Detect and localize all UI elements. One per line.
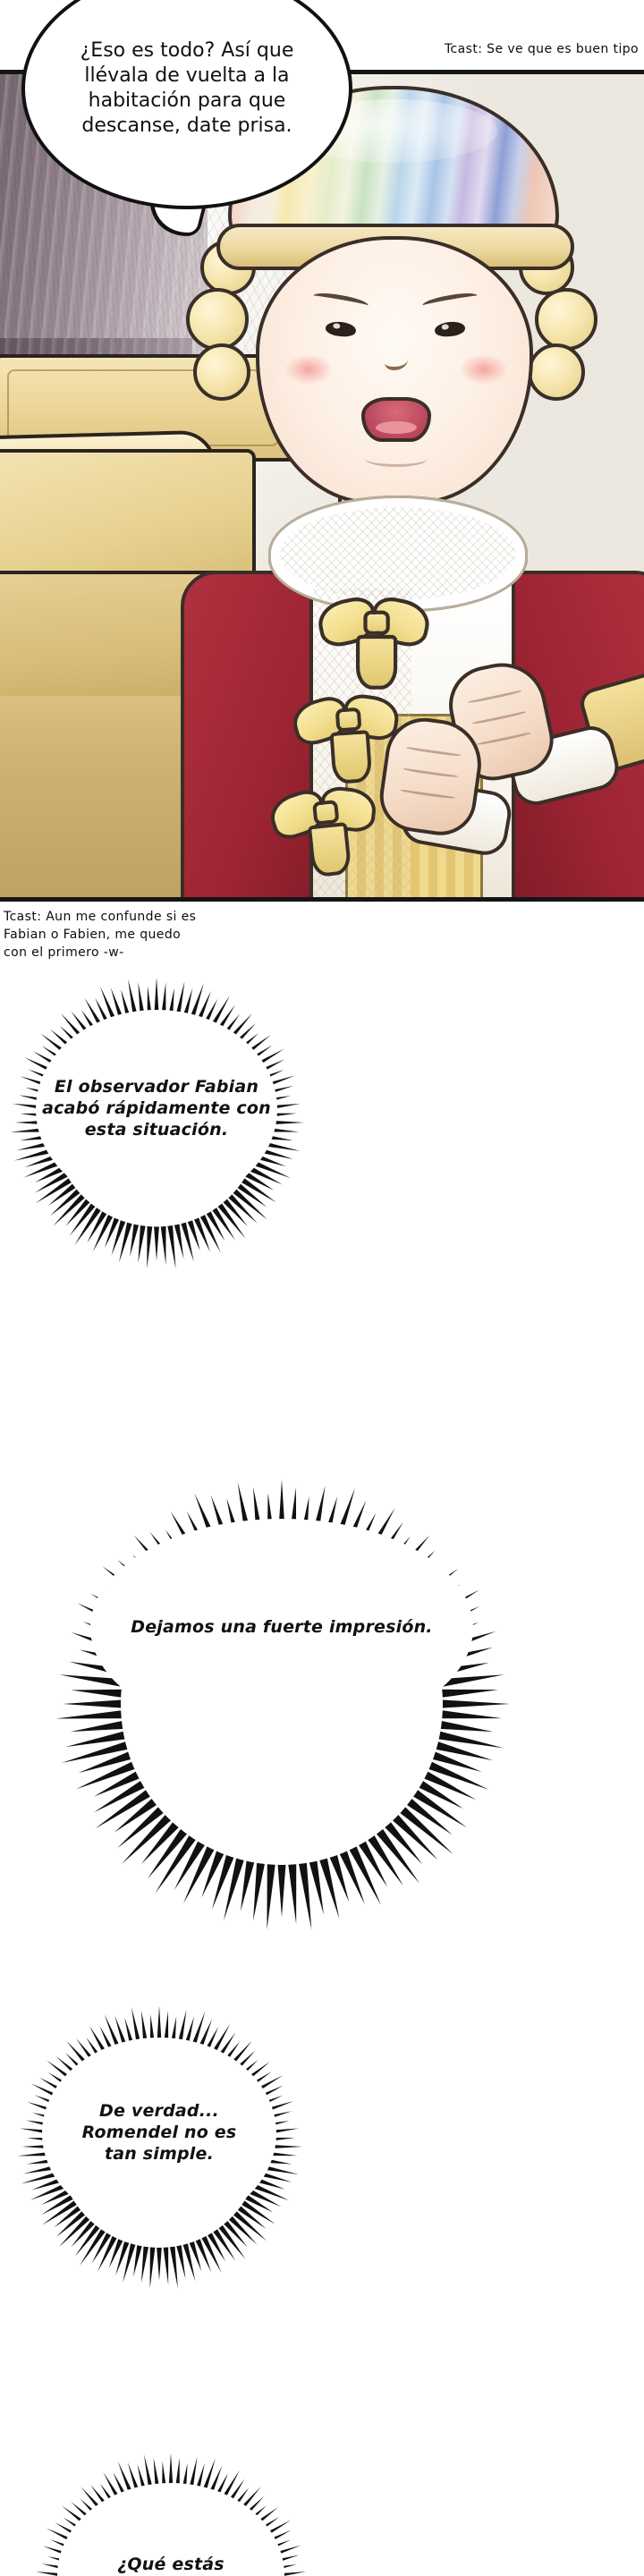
speech-bubble-dialogue: ¿Eso es todo? Así que llévala de vuelta … xyxy=(21,0,352,209)
panel-bottom-border xyxy=(0,897,644,902)
eyebrow-left xyxy=(312,290,369,311)
finger-line xyxy=(402,767,459,779)
starburst-narration-3: De verdad... Romendel no es tan simple. xyxy=(16,2004,302,2289)
blush-right xyxy=(460,354,508,385)
bow-tail xyxy=(356,634,398,690)
starburst-narration-2: Dejamos una fuerte impresión. xyxy=(54,1476,510,1930)
eye-left xyxy=(325,320,357,338)
character-face xyxy=(256,236,533,504)
bow-knot xyxy=(335,707,362,733)
nose xyxy=(385,352,408,370)
bow-tail xyxy=(329,730,373,784)
hair-curl xyxy=(186,288,249,351)
finger-line xyxy=(405,745,462,758)
eyebrow-right xyxy=(421,290,479,311)
finger-line xyxy=(471,709,527,725)
starburst-core xyxy=(89,1518,474,1738)
bow-knot xyxy=(311,799,340,826)
hair-curl xyxy=(193,343,250,401)
comic-panel-throne-room xyxy=(0,70,644,902)
starburst-core xyxy=(35,1010,278,1208)
bow-knot xyxy=(363,610,390,635)
speech-bubble-text: ¿Eso es todo? Así que llévala de vuelta … xyxy=(80,38,294,138)
blush-left xyxy=(284,354,333,385)
hair-curl xyxy=(535,288,597,351)
starburst-narration-1: El observador Fabian acabó rápidamente c… xyxy=(9,975,304,1269)
starburst-core xyxy=(41,2037,277,2230)
translator-note-top: Tcast: Se ve que es buen tipo xyxy=(444,42,639,56)
open-mouth xyxy=(361,397,431,442)
finger-line xyxy=(476,731,531,747)
eye-right xyxy=(434,320,466,338)
finger-line xyxy=(400,788,456,800)
starburst-text: Dejamos una fuerte impresión. xyxy=(131,1617,433,1638)
lace-collar-ruffle xyxy=(268,496,528,612)
chin-line xyxy=(365,451,428,467)
starburst-text: De verdad... Romendel no es tan simple. xyxy=(81,2101,237,2164)
hair-curl xyxy=(528,343,585,401)
starburst-text: El observador Fabian acabó rápidamente c… xyxy=(42,1077,271,1140)
starburst-text: ¿Qué estás pensando? xyxy=(117,2555,225,2575)
starburst-narration-4: ¿Qué estás pensando? xyxy=(32,2451,309,2576)
translator-note-below-panel: Tcast: Aun me confunde si es Fabian o Fa… xyxy=(4,910,197,960)
finger-line xyxy=(467,689,522,705)
